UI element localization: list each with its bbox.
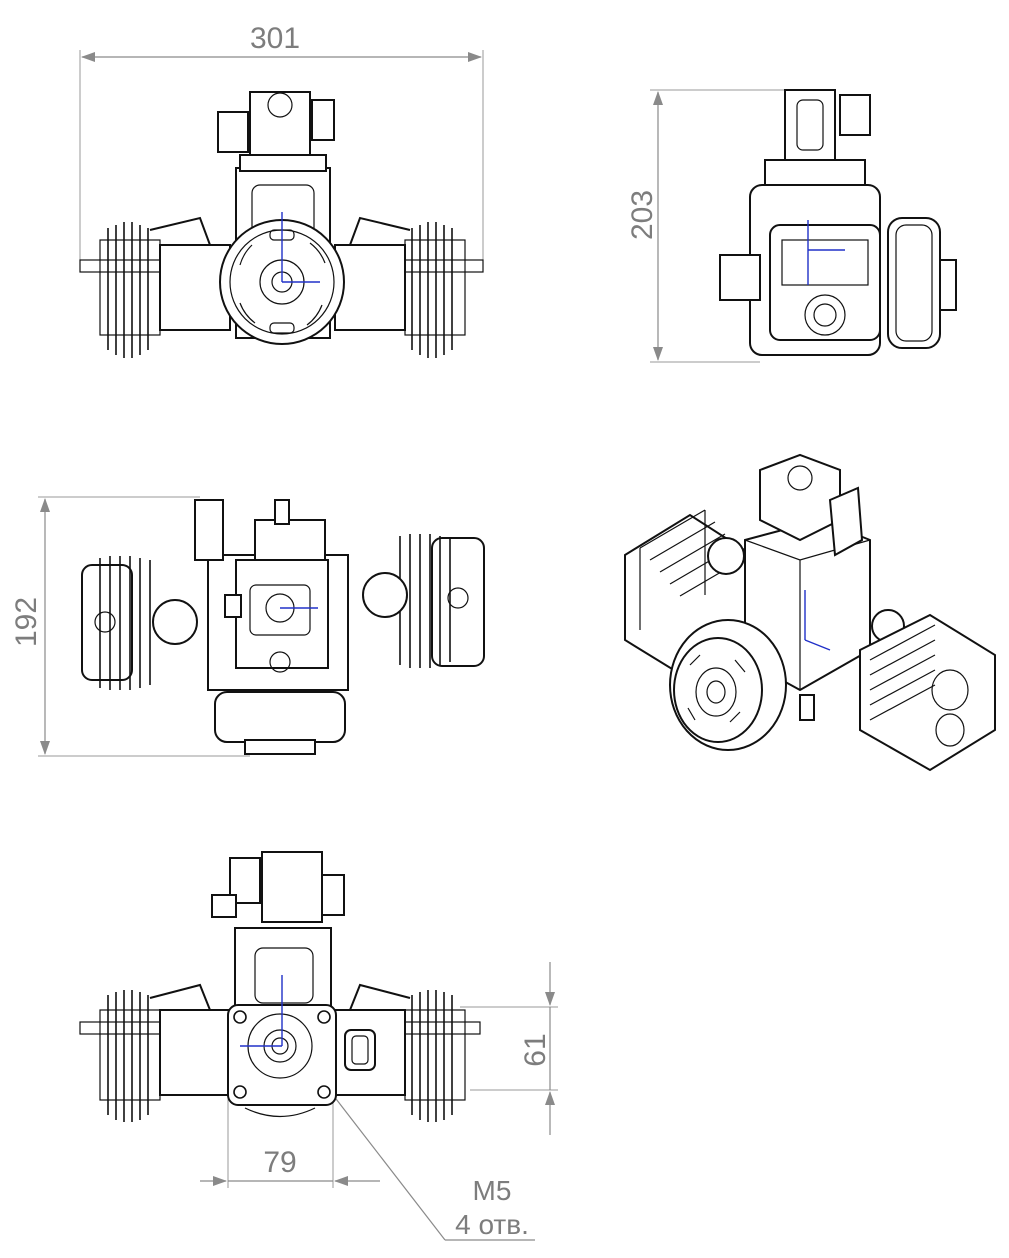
dim-192: 192 <box>10 597 43 647</box>
callout-hole-count: 4 отв. <box>455 1209 529 1240</box>
left-cylinder-fins <box>99 222 161 358</box>
isometric-view <box>624 453 996 772</box>
dim-61: 61 <box>519 1033 552 1066</box>
callout-thread: M5 <box>473 1175 512 1206</box>
front-view: 301 <box>79 22 484 358</box>
mount-view: 61 79 M5 4 отв. <box>79 851 558 1241</box>
rear-view: 192 <box>10 496 485 757</box>
dim-203: 203 <box>626 190 659 240</box>
dim-79: 79 <box>263 1146 296 1179</box>
right-cylinder-fins <box>404 222 466 358</box>
dim-301: 301 <box>250 22 300 55</box>
side-view: 203 <box>626 89 957 363</box>
